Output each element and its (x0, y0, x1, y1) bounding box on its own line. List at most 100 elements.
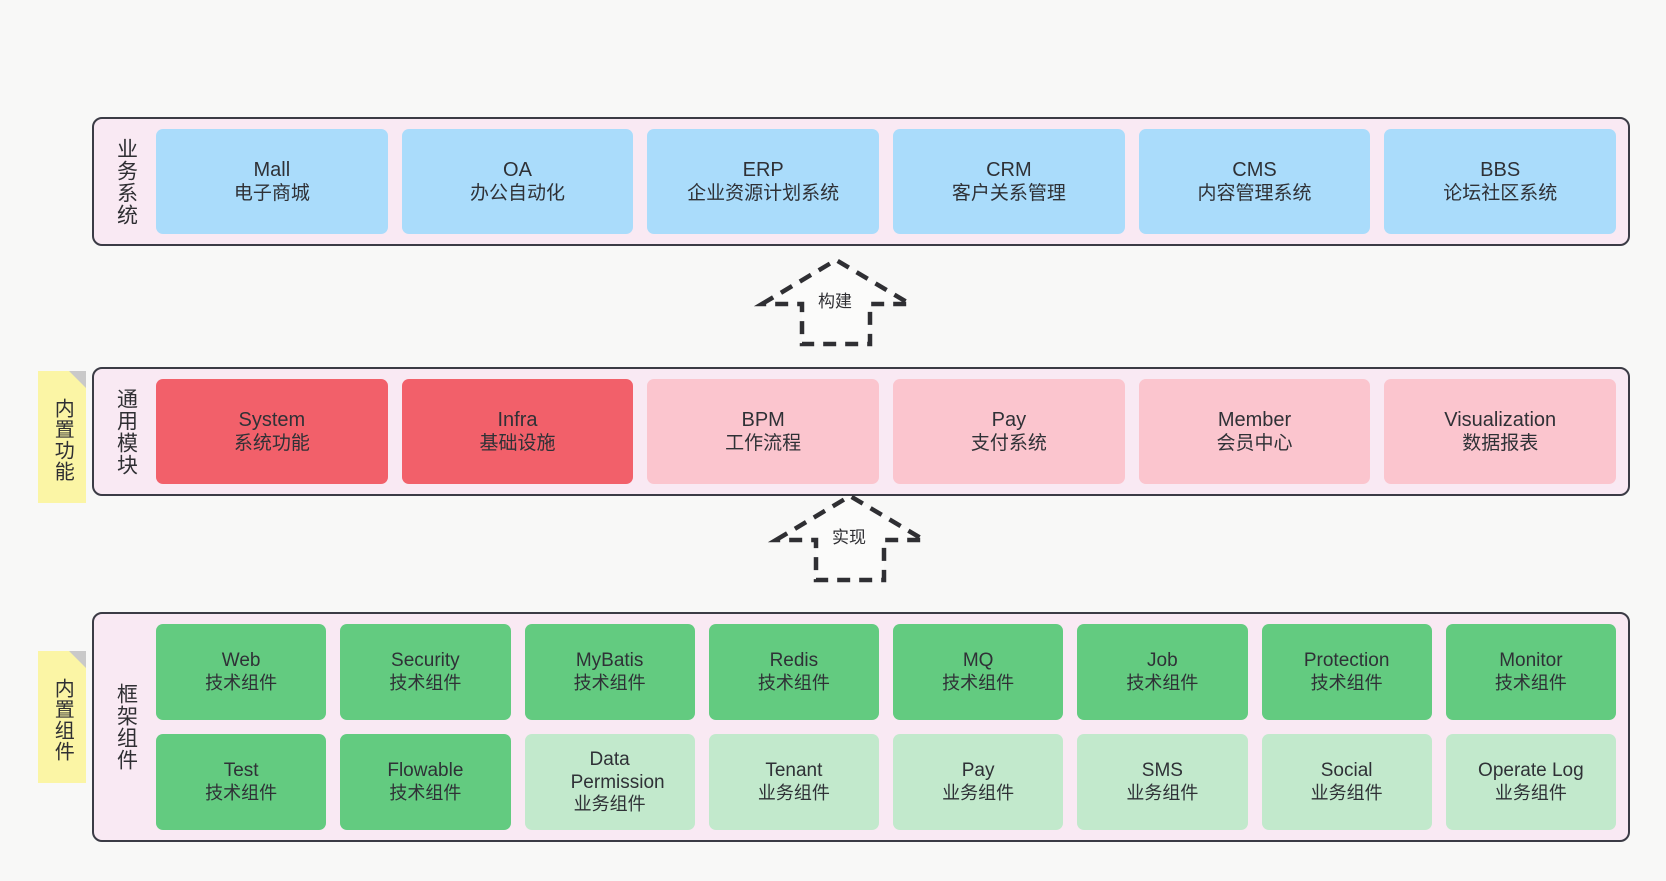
card-system-cn: 系统功能 (233, 433, 310, 455)
card-cms-en: CMS (1232, 158, 1277, 181)
card-social-cn: 业务组件 (1310, 782, 1383, 803)
card-erp[interactable]: ERP 企业资源计划系统 (647, 129, 880, 234)
card-mybatis[interactable]: MyBatis 技术组件 (524, 624, 695, 720)
card-security-cn: 技术组件 (389, 672, 462, 693)
card-tenant-cn: 业务组件 (757, 782, 830, 803)
card-bbs-cn: 论坛社区系统 (1443, 183, 1558, 205)
card-flowable-en: Flowable (387, 760, 464, 782)
card-pay-module[interactable]: Pay 支付系统 (893, 379, 1125, 484)
card-protection-cn: 技术组件 (1310, 672, 1383, 693)
card-pay-module-en: Pay (991, 408, 1027, 431)
layer-framework-components: 框架组件 Web 技术组件 Security 技术组件 MyBatis 技术组件… (92, 612, 1630, 842)
card-visualization-cn: 数据报表 (1462, 433, 1539, 455)
card-oa[interactable]: OA 办公自动化 (401, 129, 634, 234)
card-visualization[interactable]: Visualization 数据报表 (1384, 379, 1617, 484)
card-protection[interactable]: Protection 技术组件 (1261, 624, 1432, 720)
card-job-en: Job (1147, 650, 1178, 672)
card-tenant[interactable]: Tenant 业务组件 (708, 734, 879, 830)
card-mall[interactable]: Mall 电子商城 (156, 129, 388, 234)
card-mybatis-cn: 技术组件 (573, 672, 646, 693)
card-member[interactable]: Member 会员中心 (1138, 379, 1371, 484)
card-pay-module-cn: 支付系统 (970, 433, 1047, 455)
card-sms-cn: 业务组件 (1126, 782, 1199, 803)
card-bbs[interactable]: BBS 论坛社区系统 (1384, 129, 1617, 234)
card-social-en: Social (1320, 760, 1373, 782)
card-test-cn: 技术组件 (205, 782, 278, 803)
business-system-cards: Mall 电子商城 OA 办公自动化 ERP 企业资源计划系统 CRM 客户关系… (146, 129, 1617, 234)
card-mall-en: Mall (253, 158, 291, 181)
card-mq-cn: 技术组件 (942, 672, 1015, 693)
card-bpm-cn: 工作流程 (725, 433, 802, 455)
card-redis-en: Redis (769, 650, 819, 672)
arrow-implement-label: 实现 (832, 528, 866, 547)
card-protection-en: Protection (1303, 650, 1390, 672)
card-erp-cn: 企业资源计划系统 (687, 183, 840, 205)
card-operate-log-en: Operate Log (1478, 760, 1584, 782)
card-flowable[interactable]: Flowable 技术组件 (340, 734, 511, 830)
card-sms-en: SMS (1141, 760, 1183, 782)
layer-common-modules: 通用模块 System 系统功能 Infra 基础设施 BPM 工作流程 Pay… (92, 367, 1630, 496)
card-pay-component[interactable]: Pay 业务组件 (893, 734, 1064, 830)
card-mq[interactable]: MQ 技术组件 (893, 624, 1064, 720)
card-bbs-en: BBS (1480, 158, 1521, 181)
card-web[interactable]: Web 技术组件 (156, 624, 327, 720)
card-crm-en: CRM (986, 158, 1032, 181)
card-data-permission-en: Data Permission (570, 748, 665, 794)
note-built-in-components: 内置组件 (38, 651, 86, 783)
card-test[interactable]: Test 技术组件 (156, 734, 327, 830)
card-crm[interactable]: CRM 客户关系管理 (893, 129, 1125, 234)
card-monitor[interactable]: Monitor 技术组件 (1445, 624, 1616, 720)
common-modules-cards: System 系统功能 Infra 基础设施 BPM 工作流程 Pay 支付系统… (146, 379, 1617, 484)
card-system-en: System (238, 408, 306, 431)
note-built-in-components-label: 内置组件 (51, 678, 74, 762)
card-security-en: Security (391, 650, 460, 672)
card-test-en: Test (223, 760, 259, 782)
layer-business-system: 业务系统 Mall 电子商城 OA 办公自动化 ERP 企业资源计划系统 CRM… (92, 117, 1630, 246)
layer-title-business-system: 业务系统 (114, 137, 138, 226)
arrow-build-label: 构建 (818, 292, 852, 311)
card-mq-en: MQ (962, 650, 994, 672)
card-system[interactable]: System 系统功能 (156, 379, 388, 484)
framework-row-technical: Web 技术组件 Security 技术组件 MyBatis 技术组件 Redi… (156, 624, 1616, 720)
layer-title-framework-components: 框架组件 (114, 683, 138, 771)
card-cms[interactable]: CMS 内容管理系统 (1138, 129, 1371, 234)
card-data-permission[interactable]: Data Permission 业务组件 (524, 734, 695, 830)
card-mall-cn: 电子商城 (233, 183, 310, 205)
card-social[interactable]: Social 业务组件 (1261, 734, 1432, 830)
card-infra-en: Infra (497, 408, 538, 431)
note-built-in-functions: 内置功能 (38, 371, 86, 503)
card-security[interactable]: Security 技术组件 (340, 624, 511, 720)
card-job-cn: 技术组件 (1126, 672, 1199, 693)
card-visualization-en: Visualization (1444, 408, 1557, 431)
card-web-cn: 技术组件 (205, 672, 278, 693)
card-web-en: Web (221, 650, 261, 672)
card-erp-en: ERP (742, 158, 784, 181)
card-sms[interactable]: SMS 业务组件 (1077, 734, 1248, 830)
note-built-in-functions-label: 内置功能 (51, 398, 74, 482)
framework-row-business: Test 技术组件 Flowable 技术组件 Data Permission … (156, 734, 1616, 830)
card-pay-component-cn: 业务组件 (942, 782, 1015, 803)
card-pay-component-en: Pay (961, 760, 995, 782)
card-mybatis-en: MyBatis (575, 650, 644, 672)
card-monitor-cn: 技术组件 (1494, 672, 1567, 693)
card-infra[interactable]: Infra 基础设施 (401, 379, 634, 484)
card-monitor-en: Monitor (1499, 650, 1563, 672)
card-data-permission-cn: 业务组件 (573, 794, 646, 815)
card-cms-cn: 内容管理系统 (1197, 183, 1312, 205)
card-member-cn: 会员中心 (1216, 433, 1293, 455)
layer-title-common-modules: 通用模块 (114, 387, 138, 476)
card-flowable-cn: 技术组件 (389, 782, 462, 803)
framework-components-cards: Web 技术组件 Security 技术组件 MyBatis 技术组件 Redi… (146, 624, 1616, 830)
card-tenant-en: Tenant (765, 760, 823, 782)
card-operate-log[interactable]: Operate Log 业务组件 (1445, 734, 1616, 830)
card-redis[interactable]: Redis 技术组件 (708, 624, 879, 720)
card-bpm-en: BPM (741, 408, 785, 431)
card-job[interactable]: Job 技术组件 (1077, 624, 1248, 720)
card-crm-cn: 客户关系管理 (951, 183, 1066, 205)
arrow-build: 构建 (753, 256, 919, 348)
card-infra-cn: 基础设施 (479, 433, 556, 455)
card-bpm[interactable]: BPM 工作流程 (647, 379, 880, 484)
card-member-en: Member (1217, 408, 1292, 431)
card-oa-cn: 办公自动化 (470, 183, 566, 205)
